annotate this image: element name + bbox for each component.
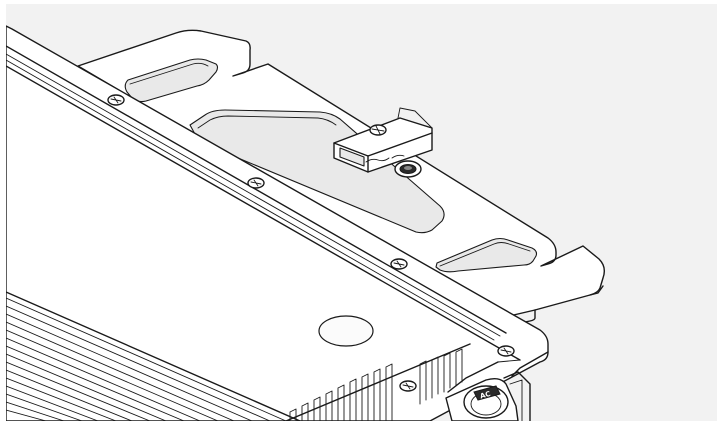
housing-lid: [6, 25, 549, 421]
ground-hole: [394, 160, 422, 178]
screw-icon: [497, 345, 515, 357]
connector-marking: AC: [479, 390, 491, 401]
screw-icon: [399, 380, 417, 392]
cooling-fins: [6, 291, 471, 421]
lid-features: [107, 94, 515, 392]
drawing-panel: AC: [6, 4, 717, 421]
ground-lug-icon: [333, 107, 433, 173]
mounting-flange: [77, 29, 606, 327]
screw-icon: [247, 177, 265, 189]
technical-drawing: AC: [6, 25, 606, 421]
vent-plug: [318, 315, 374, 347]
screw-icon: [390, 258, 408, 270]
screw-icon: [107, 94, 125, 106]
ac-connector-icon: AC: [445, 371, 531, 421]
